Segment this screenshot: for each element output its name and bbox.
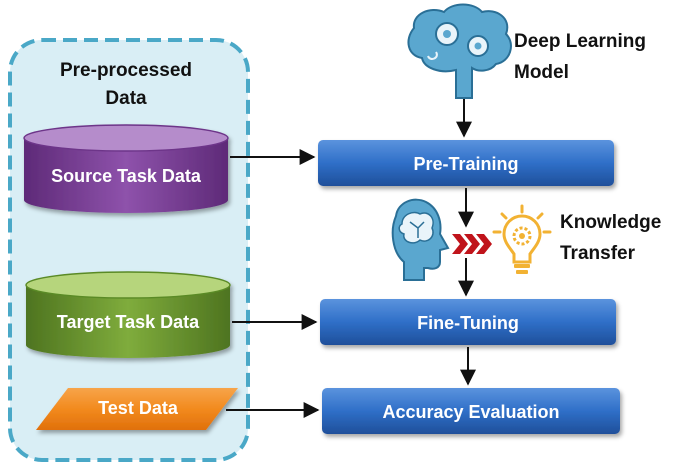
target-task-data-cylinder: Target Task Data bbox=[25, 271, 231, 358]
source-task-data-cylinder: Source Task Data bbox=[23, 124, 229, 213]
transfer-label-line2: Transfer bbox=[560, 243, 636, 264]
accuracy-evaluation-box: Accuracy Evaluation bbox=[322, 388, 620, 434]
lightbulb-gear-icon bbox=[492, 204, 552, 274]
transfer-label-line1: Knowledge bbox=[560, 212, 661, 233]
chevrons-icon bbox=[452, 234, 492, 254]
source-task-data-label: Source Task Data bbox=[51, 166, 202, 186]
test-data-label: Test Data bbox=[98, 398, 179, 418]
pretraining-label: Pre-Training bbox=[413, 154, 518, 174]
finetuning-box: Fine-Tuning bbox=[320, 299, 616, 345]
model-label-line1: Deep Learning bbox=[514, 31, 646, 52]
finetuning-label: Fine-Tuning bbox=[417, 313, 519, 333]
pretraining-box: Pre-Training bbox=[318, 140, 614, 186]
brain-gears-icon bbox=[407, 3, 512, 99]
head-brain-icon bbox=[391, 198, 450, 281]
model-label-line2: Model bbox=[514, 62, 569, 83]
panel-title-line2: Data bbox=[105, 88, 147, 109]
test-data-parallelogram: Test Data bbox=[36, 388, 238, 430]
target-task-data-label: Target Task Data bbox=[57, 312, 200, 332]
accuracy-evaluation-label: Accuracy Evaluation bbox=[382, 402, 559, 422]
panel-title-line1: Pre-processed bbox=[60, 60, 192, 81]
